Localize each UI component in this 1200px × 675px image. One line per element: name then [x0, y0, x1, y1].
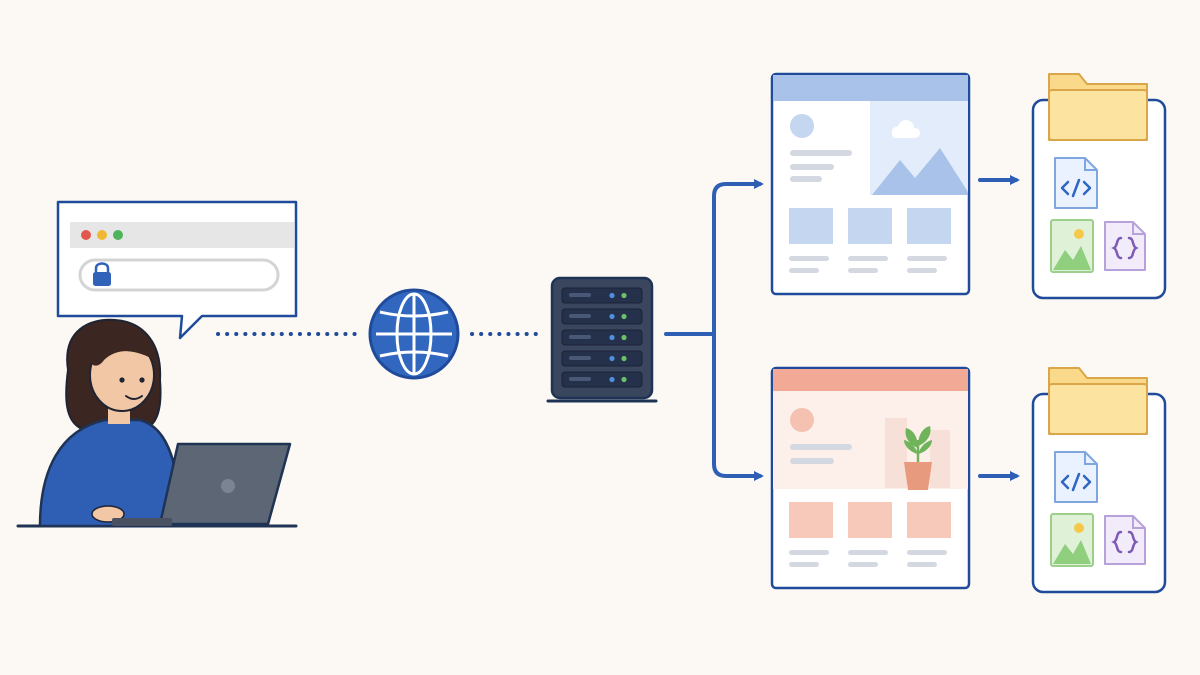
- status-light-icon: [609, 313, 615, 320]
- content-card: [848, 208, 892, 244]
- avatar-circle: [790, 114, 814, 138]
- folder-icon: [1048, 73, 1148, 141]
- browser-toolbar: [70, 222, 294, 248]
- drive-bay: [561, 350, 643, 367]
- site-header-bar: [773, 75, 968, 101]
- text-line: [790, 164, 834, 170]
- drive-bay: [561, 287, 643, 304]
- script-file-icon: [1104, 221, 1146, 271]
- website-page-blue: [770, 72, 971, 296]
- bangs: [90, 329, 156, 366]
- site-files-panel-a: [1031, 73, 1167, 300]
- drive-bay: [561, 308, 643, 325]
- status-light-icon: [621, 334, 627, 341]
- site-files-panel-b: [1031, 367, 1167, 594]
- folder-icon: [1048, 367, 1148, 435]
- eye-right: [139, 377, 145, 383]
- website-page-peach: [770, 366, 971, 590]
- status-light-icon: [621, 292, 627, 299]
- status-light-icon: [621, 376, 627, 383]
- status-light-icon: [609, 292, 615, 299]
- mountain-icon: [872, 148, 968, 195]
- lock-icon: [93, 262, 111, 286]
- window-maximize-dot: [113, 230, 123, 240]
- code-file-icon: [1054, 451, 1098, 503]
- window-minimize-dot: [97, 230, 107, 240]
- status-light-icon: [609, 355, 615, 362]
- laptop-base: [112, 518, 172, 526]
- status-light-icon: [609, 334, 615, 341]
- plant-icon: [904, 426, 932, 490]
- eye-left: [119, 377, 125, 383]
- smile: [125, 395, 143, 400]
- code-file-icon: [1054, 157, 1098, 209]
- content-card: [848, 502, 892, 538]
- text-line: [790, 150, 852, 156]
- image-file-icon: [1050, 513, 1094, 567]
- person-with-laptop-icon: [16, 318, 298, 528]
- content-card: [907, 208, 951, 244]
- window-close-dot: [81, 230, 91, 240]
- laptop-logo: [221, 479, 235, 493]
- status-light-icon: [621, 313, 627, 320]
- status-light-icon: [621, 355, 627, 362]
- globe-icon: [368, 288, 460, 380]
- content-card: [907, 502, 951, 538]
- status-light-icon: [609, 376, 615, 383]
- image-file-icon: [1050, 219, 1094, 273]
- browser-address-bar-icon: [56, 200, 298, 340]
- server-rack-icon: [546, 276, 658, 403]
- content-card: [789, 502, 833, 538]
- content-card: [789, 208, 833, 244]
- avatar-circle: [790, 408, 814, 432]
- text-line: [790, 176, 822, 182]
- site-header-bar: [773, 369, 968, 391]
- address-bar: [78, 258, 280, 292]
- drive-bay: [561, 371, 643, 388]
- cloud-icon: [892, 120, 920, 138]
- script-file-icon: [1104, 515, 1146, 565]
- drive-bay: [561, 329, 643, 346]
- branch-connector: [664, 179, 764, 481]
